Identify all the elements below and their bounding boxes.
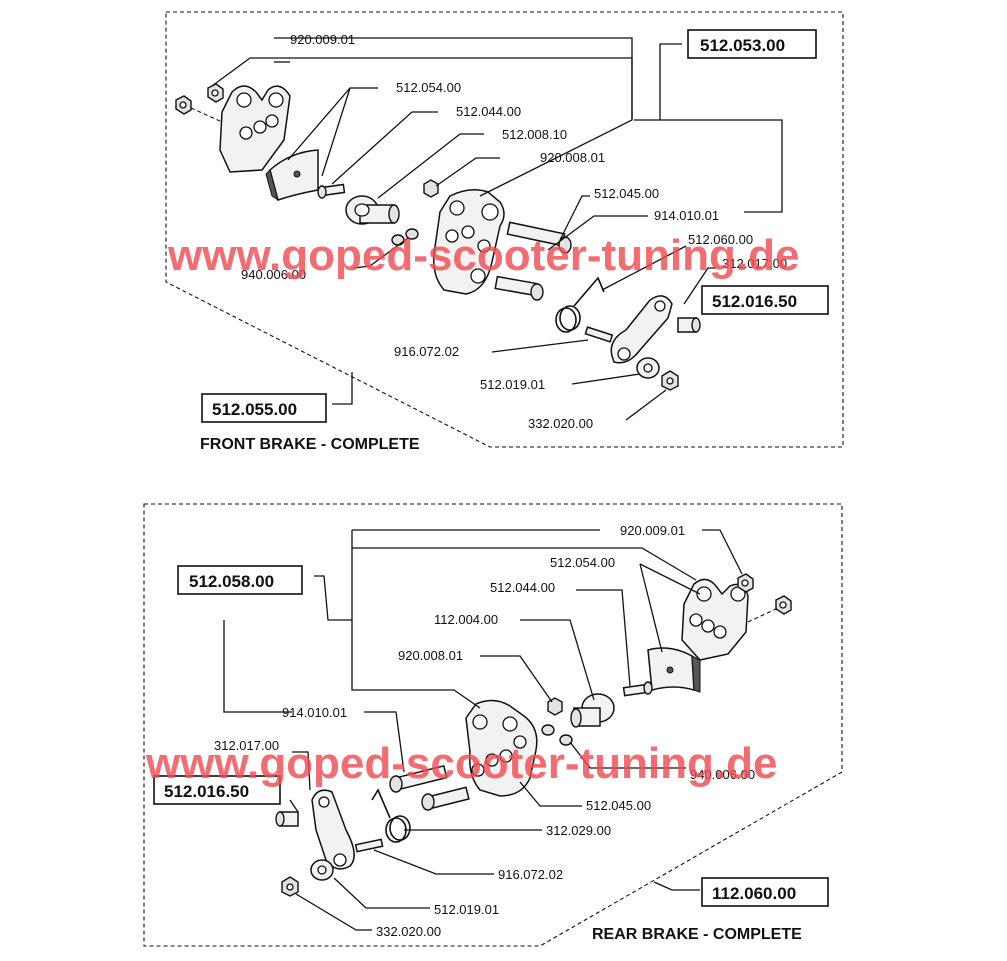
rear-label-312-017-00: 312.017.00 <box>214 738 279 753</box>
rear-leaders <box>223 529 743 931</box>
front-washer-part <box>636 357 660 379</box>
front-box-512-016-50: 512.016.50 <box>701 285 829 315</box>
rear-label-312-029-00: 312.029.00 <box>546 823 611 838</box>
rear-bolt-upper-part <box>389 764 448 793</box>
svg-text:512.058.00: 512.058.00 <box>189 572 274 591</box>
rear-label-112-004-00: 112.004.00 <box>434 612 498 627</box>
front-label-916-072-02: 916.072.02 <box>394 344 459 359</box>
rear-bushing-part <box>541 724 573 746</box>
watermark-bottom: www.goped-scooter-tuning.de <box>145 739 777 788</box>
watermark-top: www.goped-scooter-tuning.de <box>167 231 799 280</box>
rear-box-512-016-50: 512.016.50 <box>153 775 281 805</box>
rear-box-112-060-00: 112.060.00 <box>701 877 829 907</box>
rear-pin-small-part <box>354 838 384 853</box>
rear-label-914-010-01: 914.010.01 <box>282 705 347 720</box>
front-nut-mid-part <box>423 179 439 198</box>
front-bracket-part <box>219 85 291 173</box>
svg-text:512.053.00: 512.053.00 <box>700 36 785 55</box>
front-label-940-006-00: 940.006.00 <box>241 267 306 282</box>
rear-label-512-054-00: 512.054.00 <box>550 555 615 570</box>
front-label-920-009-01: 920.009.01 <box>290 32 355 47</box>
rear-nut-mid-part <box>547 697 563 716</box>
rear-label-512-045-00: 512.045.00 <box>586 798 651 813</box>
rear-label-332-020-00: 332.020.00 <box>376 924 441 939</box>
front-bushing-part <box>391 228 419 246</box>
rear-bracket-part <box>681 578 749 661</box>
front-nut-top-part <box>207 83 224 103</box>
front-label-512-044-00: 512.044.00 <box>456 104 521 119</box>
rear-pin-part <box>622 681 653 697</box>
rear-label-512-019-01: 512.019.01 <box>434 902 499 917</box>
front-label-512-054-00: 512.054.00 <box>396 80 461 95</box>
rear-sleeve-part <box>275 811 299 827</box>
front-label-512-019-01: 512.019.01 <box>480 377 545 392</box>
front-label-512-060-00: 512.060.00 <box>688 232 753 247</box>
rear-label-920-008-01: 920.008.01 <box>398 648 463 663</box>
rear-washer-part <box>310 859 334 881</box>
front-outline <box>165 11 844 448</box>
front-pin-part <box>317 183 346 199</box>
rear-label-512-044-00: 512.044.00 <box>490 580 555 595</box>
rear-box-512-058-00: 512.058.00 <box>177 565 303 595</box>
svg-text:512.016.50: 512.016.50 <box>712 292 797 311</box>
rear-nut-bottom-part <box>281 876 299 897</box>
rear-label-916-072-02: 916.072.02 <box>498 867 563 882</box>
front-caliper-part <box>432 189 505 295</box>
rear-nut-right-part <box>775 595 792 615</box>
front-label-512-008-10: 512.008.10 <box>502 127 567 142</box>
rear-brake-assembly: 920.009.01 512.054.00 512.044.00 112.004… <box>143 503 843 947</box>
front-lever-part <box>610 295 673 364</box>
rear-outline <box>143 503 843 947</box>
svg-text:512.055.00: 512.055.00 <box>212 400 297 419</box>
rear-nut-top-part <box>737 573 754 593</box>
rear-pad-part <box>647 647 701 693</box>
front-label-920-008-01: 920.008.01 <box>540 150 605 165</box>
front-nut-bottom-part <box>661 370 679 391</box>
front-label-312-017-00: 312.017.00 <box>722 256 787 271</box>
front-box-512-055-00: 512.055.00 <box>201 393 327 423</box>
rear-caliper-part <box>465 699 538 797</box>
front-label-512-045-00: 512.045.00 <box>594 186 659 201</box>
front-leaders <box>211 37 783 421</box>
svg-text:512.016.50: 512.016.50 <box>164 782 249 801</box>
svg-text:112.060.00: 112.060.00 <box>712 884 796 903</box>
rear-label-940-006-00: 940.006.00 <box>690 767 755 782</box>
front-nut-left-part <box>175 95 192 115</box>
front-label-332-020-00: 332.020.00 <box>528 416 593 431</box>
front-label-914-010-01: 914.010.01 <box>654 208 719 223</box>
rear-label-920-009-01: 920.009.01 <box>620 523 685 538</box>
front-brake-assembly: 920.009.01 512.054.00 512.044.00 512.008… <box>165 11 844 453</box>
front-pad-part <box>265 149 319 202</box>
rear-piston-part <box>570 693 615 728</box>
rear-lever-part <box>311 789 355 870</box>
rear-spring-part <box>371 788 411 843</box>
front-box-512-053-00: 512.053.00 <box>687 29 817 59</box>
front-bolt-lower-part <box>494 275 544 301</box>
rear-title: REAR BRAKE - COMPLETE <box>592 926 802 943</box>
front-piston-part <box>345 195 400 225</box>
rear-bolt-lower-part <box>421 786 470 811</box>
front-spring-part <box>555 276 605 333</box>
front-sleeve-part <box>677 317 701 333</box>
front-pin-small-part <box>584 326 614 343</box>
front-title: FRONT BRAKE - COMPLETE <box>200 436 420 453</box>
